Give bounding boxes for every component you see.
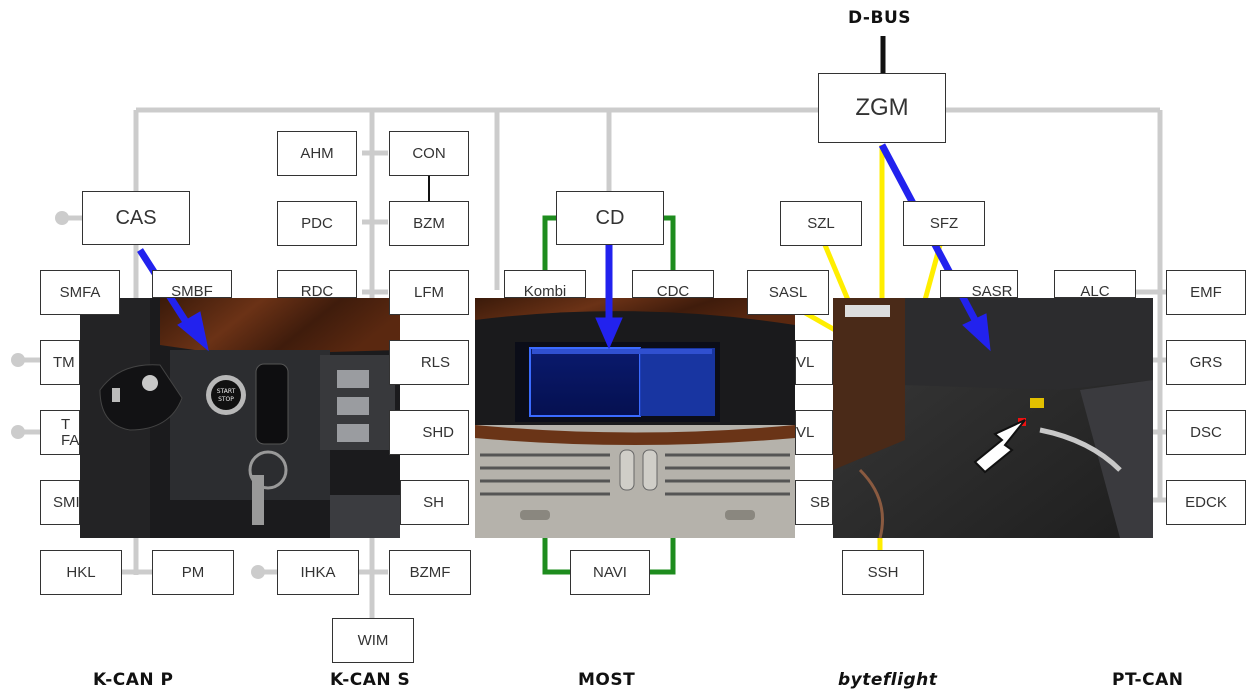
module-vl-1: VL (795, 340, 833, 385)
module-zgm: ZGM (818, 73, 946, 143)
module-emf: EMF (1166, 270, 1246, 315)
module-grs: GRS (1166, 340, 1246, 385)
module-tm: TM (40, 340, 80, 385)
module-cas: CAS (82, 191, 190, 245)
module-smi: SMI (40, 480, 80, 525)
photo-footwell-connector (833, 298, 1153, 539)
dbus-label: D-BUS (848, 8, 911, 28)
module-cd: CD (556, 191, 664, 245)
svg-text:STOP: STOP (218, 396, 234, 403)
module-sfz: SFZ (903, 201, 985, 246)
module-bzmf: BZMF (389, 550, 471, 595)
bus-label-kcan-p: K-CAN P (93, 670, 174, 690)
module-con: CON (389, 131, 469, 176)
module-rls: RLS (389, 340, 469, 385)
photo-start-stop-key: START STOP (80, 298, 400, 538)
module-hkl: HKL (40, 550, 122, 595)
module-pm: PM (152, 550, 234, 595)
module-smfa: SMFA (40, 270, 120, 315)
svg-text:START: START (217, 388, 236, 395)
module-alc: ALC (1054, 270, 1136, 298)
module-sh: SH (400, 480, 469, 525)
module-cdc: CDC (632, 270, 714, 298)
bus-label-pt-can: PT-CAN (1112, 670, 1184, 690)
module-sb: SB (795, 480, 833, 525)
module-shd: SHD (389, 410, 469, 455)
module-ihka: IHKA (277, 550, 359, 595)
module-ahm: AHM (277, 131, 357, 176)
bus-label-kcan-s: K-CAN S (330, 670, 411, 690)
module-smbf: SMBF (152, 270, 232, 298)
module-dsc: DSC (1166, 410, 1246, 455)
bus-terminators (11, 211, 265, 579)
module-edck: EDCK (1166, 480, 1246, 525)
module-lfm: LFM (389, 270, 469, 315)
module-rdc: RDC (277, 270, 357, 298)
module-bzm: BZM (389, 201, 469, 246)
module-pdc: PDC (277, 201, 357, 246)
photo-central-display (475, 298, 795, 538)
most-ring (542, 215, 676, 575)
module-navi: NAVI (570, 550, 650, 595)
module-wim: WIM (332, 618, 414, 663)
module-kombi: Kombi (504, 270, 586, 298)
module-ssh: SSH (842, 550, 924, 595)
module-tfa: T FA (40, 410, 80, 455)
module-sasl: SASL (747, 270, 829, 315)
bus-label-most: MOST (578, 670, 636, 690)
module-szl: SZL (780, 201, 862, 246)
bus-label-byteflight: byteflight (838, 670, 938, 690)
module-vl-2: VL (795, 410, 833, 455)
module-sasr: SASR (940, 270, 1018, 298)
